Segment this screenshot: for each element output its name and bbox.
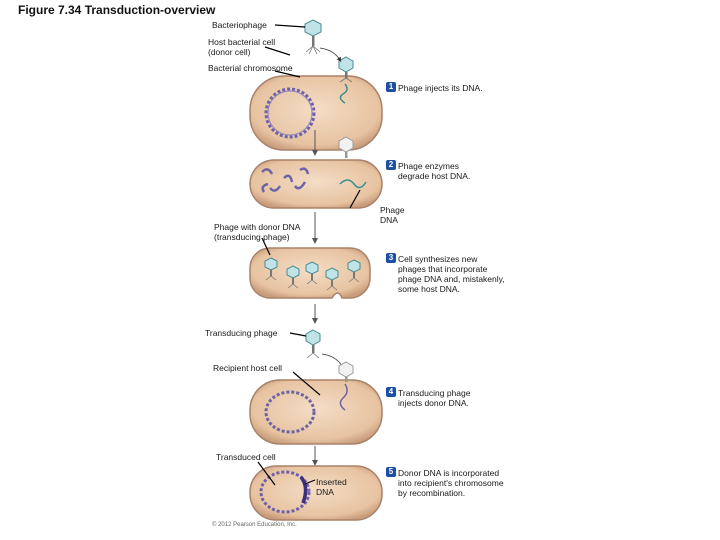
step-5-text: Donor DNA is incorporated into recipient… [398,468,504,498]
attach-arrow [319,47,342,63]
leader-transducing-phage [289,332,307,337]
label-transduced-cell: Transduced cell [216,452,276,462]
leader-host-cell [264,46,291,56]
label-transducing-phage: Transducing phage [205,328,278,338]
transduced-chromosome [259,470,311,514]
bacteriophage-icon [304,19,322,55]
cell-4-recipient-host-cell [249,379,383,445]
leader-inserted-dna [304,479,316,485]
cell-1-host-bacterial-cell [249,75,383,151]
label-bacterial-chromosome: Bacterial chromosome [208,63,293,73]
leader-bacterial-chromosome [274,70,301,78]
step-2-badge: 2 [386,160,396,170]
step-5-badge: 5 [386,467,396,477]
inserted-dna-segment [299,475,308,504]
leader-phage-with-donor-dna [261,237,271,256]
empty-transducing-phage-icon [338,361,354,382]
leader-recipient-host-cell [292,371,321,396]
leader-phage-dna [349,189,361,209]
label-bacteriophage: Bacteriophage [212,20,267,30]
step-4-text: Transducing phage injects donor DNA. [398,388,471,408]
label-host-cell: Host bacterial cell (donor cell) [208,37,276,57]
attached-phage-icon [338,56,354,83]
phage-dna-strand [339,179,367,189]
step-1-badge: 1 [386,82,396,92]
degraded-chromosome-fragments [261,167,310,193]
cell-2-degrading-dna [249,159,383,209]
injected-phage-dna [339,83,348,104]
step-2-text: Phage enzymes degrade host DNA. [398,161,471,181]
cell-5-transduced-cell [249,465,383,521]
leader-bacteriophage [274,24,306,28]
label-phage-with-donor-dna: Phage with donor DNA (transducing phage) [214,222,301,242]
new-phage-3-icon [305,261,319,285]
figure-title: Figure 7.34 Transduction-overview [18,3,216,17]
leader-transduced-cell [257,461,276,486]
new-phage-4-icon [325,267,339,291]
label-inserted-dna: Inserted DNA [316,477,347,497]
step-3-text: Cell synthesizes new phages that incorpo… [398,254,505,294]
label-phage-dna: Phage DNA [380,205,405,225]
copyright-notice: © 2012 Pearson Education, Inc. [212,522,297,528]
new-phage-1-icon [264,257,278,281]
step-1-text: Phage injects its DNA. [398,83,483,93]
step-3-badge: 3 [386,253,396,263]
empty-phage-icon [338,136,354,158]
new-phage-2-icon [286,265,300,289]
attach-arrow-2 [321,353,343,367]
donor-dna-strand [339,383,348,411]
new-phage-5-icon [347,259,361,283]
step-4-badge: 4 [386,387,396,397]
label-recipient-host-cell: Recipient host cell [213,363,282,373]
recipient-chromosome [264,390,316,434]
bacterial-chromosome [264,87,316,139]
transducing-phage-icon [305,329,321,359]
